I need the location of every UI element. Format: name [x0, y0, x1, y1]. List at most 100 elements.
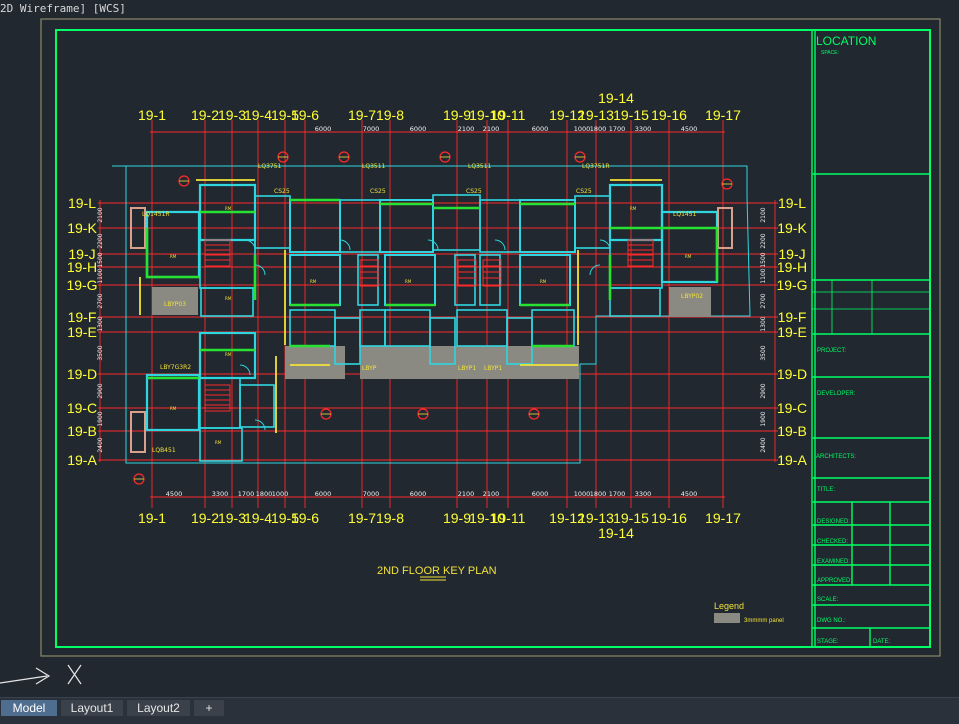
dim-right: 2200 — [760, 233, 767, 248]
room-tag: CS25 — [370, 188, 386, 195]
grid-label-right: 19-J — [778, 246, 805, 262]
viewport-label[interactable]: 2D Wireframe] [WCS] — [0, 2, 126, 15]
grid-label-top: 19-6 — [291, 107, 319, 123]
room-tag: LBYP1 — [458, 365, 476, 372]
room-tag: LBY7G3R2 — [160, 364, 191, 371]
svg-text:RM: RM — [685, 254, 692, 259]
dim-bottom: 1700 — [238, 490, 255, 498]
grid-labels: 19-119-119-219-219-319-319-419-419-519-5… — [66, 90, 807, 541]
legend-swatch — [714, 613, 740, 623]
grid-label-left: 19-L — [68, 195, 96, 211]
grid-label-bottom: 19-13 — [578, 510, 614, 526]
dim-top: 6000 — [532, 125, 549, 133]
room-tag: CS25 — [274, 188, 290, 195]
grid-label-bottom: 19-2 — [191, 510, 219, 526]
title-block — [811, 30, 930, 647]
grid-label-left: 19-B — [67, 423, 97, 439]
room-tag: CS25 — [466, 188, 482, 195]
svg-text:RM: RM — [405, 279, 412, 284]
room-tag: LBYP03 — [164, 301, 186, 308]
grid-label-left: 19-C — [67, 400, 97, 416]
paper-border — [40, 18, 941, 657]
dim-top: 1800 — [590, 125, 607, 133]
dim-right: 3500 — [760, 345, 767, 360]
grid-label-top: 19-16 — [651, 107, 687, 123]
dim-left: 1100 — [97, 268, 104, 283]
titleblock-architects: ARCHITECTS: — [816, 454, 856, 460]
dim-bottom: 3300 — [212, 490, 229, 498]
svg-text:RM: RM — [225, 206, 232, 211]
dim-left: 1500 — [97, 252, 104, 267]
grid-label-right: 19-A — [777, 452, 807, 468]
grid-label-right: 19-L — [778, 195, 806, 211]
titleblock-title: TITLE: — [817, 487, 835, 493]
grid-label-bottom: 19-12 — [549, 510, 585, 526]
legend-heading: Legend — [714, 601, 744, 611]
grid-label-right: 19-D — [777, 366, 807, 382]
grid-label-top: 19-9 — [443, 107, 471, 123]
titleblock-date: DATE: — [873, 639, 891, 645]
grid-label-bottom: 19-8 — [376, 510, 404, 526]
grid-label-left: 19-A — [67, 452, 97, 468]
dim-bottom: 1700 — [609, 490, 626, 498]
grid-label-right: 19-C — [777, 400, 807, 416]
svg-text:RM: RM — [170, 254, 177, 259]
layout-tab-bar: Model Layout1 Layout2 + — [0, 697, 959, 724]
svg-text:RM: RM — [225, 352, 232, 357]
dim-right: 2100 — [760, 207, 767, 222]
room-tag: LQ1451 — [673, 211, 697, 218]
room-tag: LBYP02 — [681, 293, 703, 300]
dim-right: 1500 — [760, 252, 767, 267]
grid-label-top: 19-10 — [469, 107, 505, 123]
tab-layout1[interactable]: Layout1 — [61, 700, 123, 716]
dim-top: 4500 — [681, 125, 698, 133]
dim-left: 3500 — [97, 345, 104, 360]
dim-top: 1700 — [609, 125, 626, 133]
room-tag: LQ3751 — [258, 163, 282, 170]
titleblock-scale: SCALE: — [817, 597, 839, 603]
dim-top: 3300 — [635, 125, 652, 133]
dim-right: 2400 — [760, 437, 767, 452]
grid-label-top: 19-4 — [244, 107, 272, 123]
grid-label-bottom: 19-5 — [271, 510, 299, 526]
dim-left: 2100 — [97, 207, 104, 222]
room-tag: LBYP1 — [484, 365, 502, 372]
room-tag: LQ3751R — [582, 163, 610, 170]
model-viewport[interactable]: 2D Wireframe] [WCS] — [0, 0, 959, 697]
dim-right: 2700 — [760, 293, 767, 308]
dim-left: 2200 — [97, 233, 104, 248]
room-tag: LQ3511 — [468, 163, 492, 170]
grid-label-right: 19-K — [777, 220, 807, 236]
grid-label-top: 19-8 — [376, 107, 404, 123]
room-tag: LQ1451R — [142, 211, 170, 218]
dim-top: 7000 — [363, 125, 380, 133]
svg-text:RM: RM — [540, 279, 547, 284]
grid-label-bottom: 19-15 — [613, 510, 649, 526]
titleblock-designed: DESIGNED: — [817, 519, 850, 525]
dim-right: 1300 — [760, 316, 767, 331]
svg-text:RM: RM — [215, 440, 222, 445]
grid-label-bottom: 19-11 — [491, 510, 526, 526]
titleblock-checked: CHECKED: — [817, 539, 848, 545]
grid-label-left: 19-D — [67, 366, 97, 382]
dim-left: 1300 — [97, 316, 104, 331]
dim-right: 1900 — [760, 411, 767, 426]
tab-model[interactable]: Model — [1, 700, 57, 716]
grid-label-bottom: 19-4 — [244, 510, 272, 526]
titleblock-developer: DEVELOPER: — [817, 391, 856, 397]
titleblock-location: LOCATION — [816, 34, 876, 48]
dim-top: 6000 — [315, 125, 332, 133]
grid-label-left: 19-K — [67, 220, 97, 236]
dim-left: 2700 — [97, 293, 104, 308]
room-tag: LBYP — [362, 365, 377, 372]
grid-label-right: 19-H — [777, 259, 807, 275]
grid-label-left: 19-J — [68, 246, 95, 262]
add-layout-button[interactable]: + — [194, 700, 224, 716]
section-markers — [133, 151, 733, 485]
dim-left: 1900 — [97, 411, 104, 426]
svg-text:RM: RM — [630, 206, 637, 211]
tab-layout2[interactable]: Layout2 — [127, 700, 190, 716]
grid-label-bottom: 19-10 — [469, 510, 505, 526]
dim-bottom: 3300 — [635, 490, 652, 498]
dim-top: 1000 — [574, 125, 591, 133]
